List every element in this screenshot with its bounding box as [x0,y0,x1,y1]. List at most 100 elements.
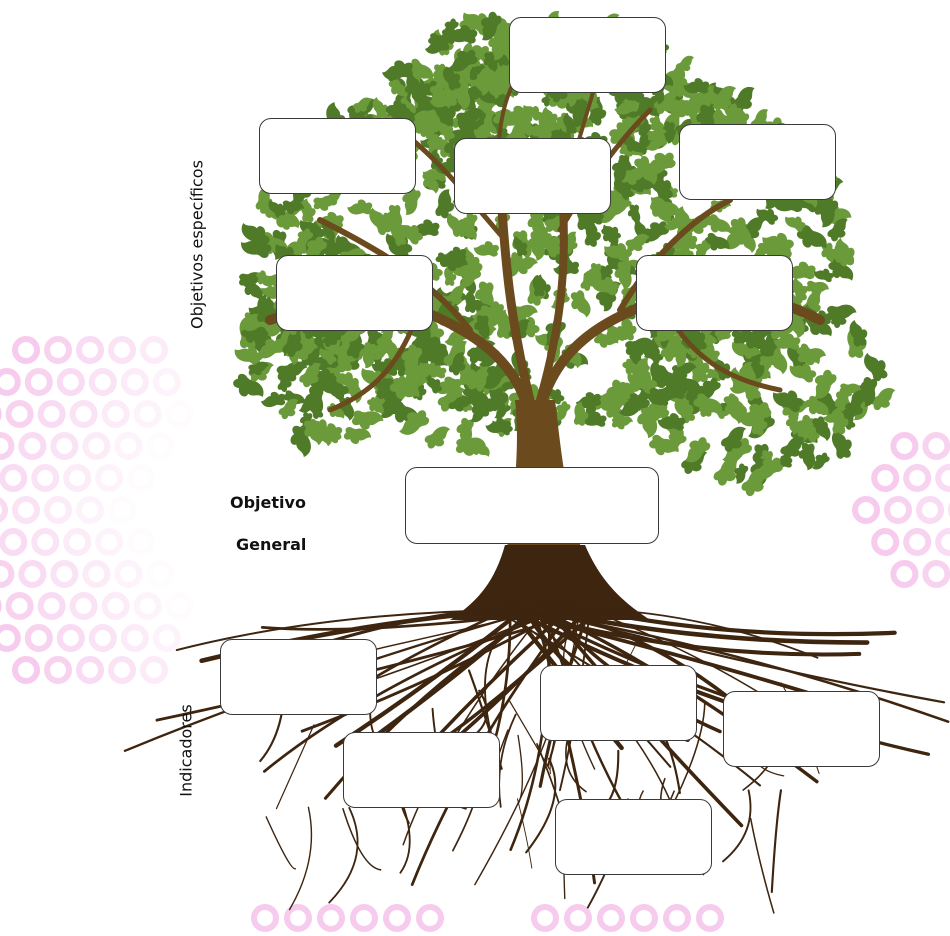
root [343,809,381,870]
decor-ring [887,499,909,521]
decor-ring [254,907,276,929]
decor-ring [92,371,114,393]
decor-ring [149,435,171,457]
decor-ring [633,907,655,929]
decor-ring [73,595,95,617]
decor-ring [92,627,114,649]
decor-ring [874,531,896,553]
leaf [424,426,451,449]
general-objective-label-line1: Objetivo [230,493,306,512]
decor-ring [47,659,69,681]
decor-ring [111,659,133,681]
decor-ring [600,907,622,929]
root [723,790,751,861]
decor-ring [28,371,50,393]
decor-ring [28,627,50,649]
general-objective-box[interactable] [405,467,659,544]
decor-ring [60,627,82,649]
decor-ring [15,499,37,521]
decor-ring [906,531,928,553]
decor-ring [41,595,63,617]
decor-ring [855,499,877,521]
specific-objective-box-upper-left[interactable] [259,118,416,194]
decor-ring [15,339,37,361]
decor-ring [79,659,101,681]
decor-ring [919,499,941,521]
decor-ring [73,403,95,425]
decor-ring [906,467,928,489]
indicator-box-right[interactable] [723,691,880,767]
decor-ring [419,907,441,929]
decor-ring [0,499,5,521]
indicator-box-bottom[interactable] [555,799,712,875]
leaf [445,213,467,238]
decor-ring [353,907,375,929]
decor-ring [79,499,101,521]
decor-ring [938,531,950,553]
decor-ring [66,531,88,553]
specific-objective-box-top[interactable] [509,17,666,93]
decor-ring [287,907,309,929]
decor-ring [0,371,18,393]
decor-ring [386,907,408,929]
decor-ring [938,467,950,489]
decor-ring [53,435,75,457]
decor-ring [9,595,31,617]
decor-ring [130,467,152,489]
decor-ring [47,499,69,521]
decor-ring [79,339,101,361]
decor-ring [149,563,171,585]
decor-ring [130,531,152,553]
decor-ring [105,595,127,617]
indicator-box-lower-left[interactable] [343,732,500,808]
decor-ring [567,907,589,929]
decor-ring [169,403,191,425]
decor-ring [169,595,191,617]
decor-ring [156,371,178,393]
decor-ring [9,403,31,425]
decor-ring [124,627,146,649]
root [290,807,312,909]
decor-ring [85,435,107,457]
decor-ring [105,403,127,425]
root [329,808,357,903]
decor-ring [893,563,915,585]
specific-objectives-label: Objetivos específicos [188,145,207,345]
decor-ring [60,371,82,393]
decor-ring [41,403,63,425]
decor-ring [2,467,24,489]
decor-ring [0,627,18,649]
decor-ring [320,907,342,929]
decor-ring [925,563,947,585]
specific-objective-box-upper-right[interactable] [679,124,836,200]
decor-ring [874,467,896,489]
decor-ring [98,531,120,553]
root [276,725,313,809]
root [526,759,555,853]
decor-ring [2,531,24,553]
specific-objective-box-center[interactable] [454,138,611,214]
decor-ring [143,339,165,361]
decor-ring [925,435,947,457]
root [518,735,522,804]
specific-objective-box-mid-right[interactable] [636,255,793,331]
indicator-box-center[interactable] [540,665,697,741]
decor-ring [137,595,159,617]
specific-objective-box-mid-left[interactable] [276,255,433,331]
decor-ring [893,435,915,457]
decor-ring [124,371,146,393]
indicator-box-left[interactable] [220,639,377,715]
decor-ring [34,531,56,553]
decor-ring [0,563,11,585]
root [772,790,781,892]
decor-ring [34,467,56,489]
decor-ring [117,563,139,585]
decor-ring [66,467,88,489]
leaf [568,289,593,318]
indicators-label: Indicadores [177,701,196,801]
decor-ring [534,907,556,929]
decor-ring [21,563,43,585]
decor-ring [111,499,133,521]
decor-ring [156,627,178,649]
